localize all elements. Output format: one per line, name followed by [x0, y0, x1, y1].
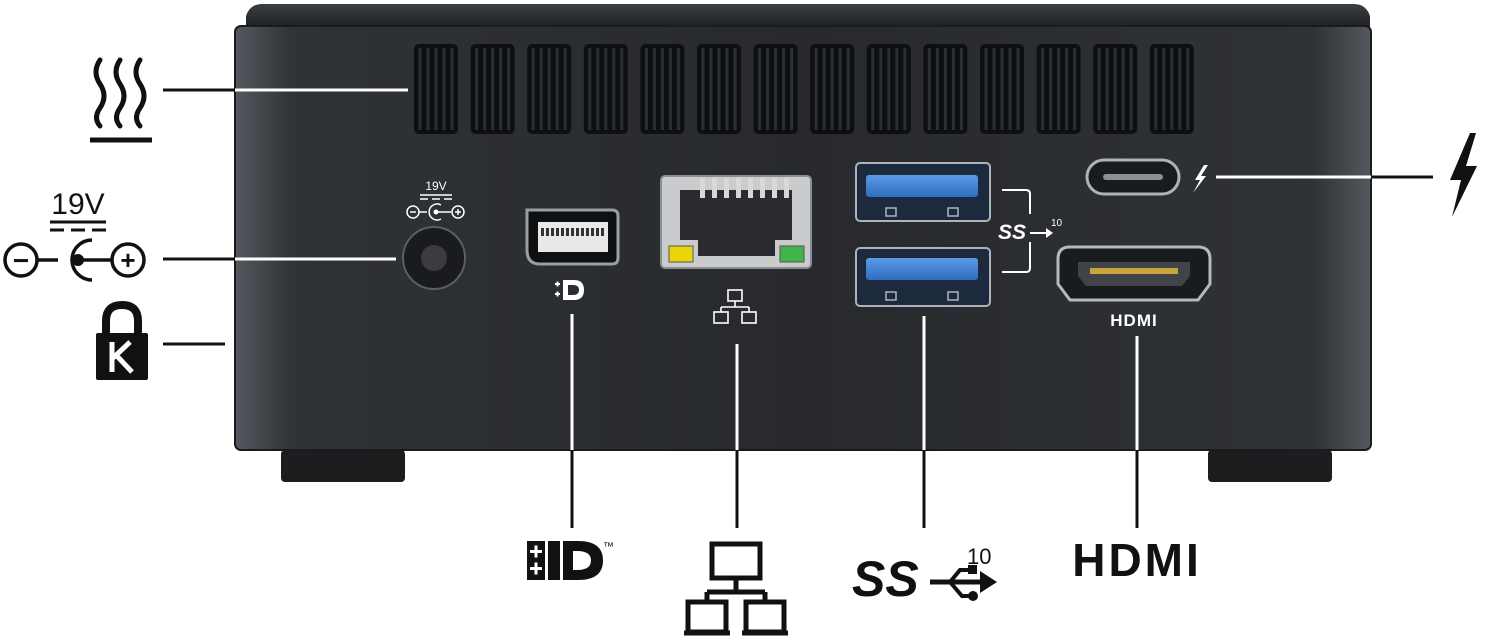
mini-displayport-port — [525, 208, 620, 266]
vent-slots — [414, 44, 1194, 134]
device-foot-left — [281, 450, 405, 482]
usb-superspeed-small-icon: SS 10 — [998, 218, 1063, 244]
usb-superspeed-icon: SS 10 — [852, 544, 997, 607]
ethernet-port — [660, 175, 812, 269]
usb-ss-text: SS — [852, 551, 919, 607]
ethernet-led-green — [779, 245, 805, 263]
callout-lines — [163, 88, 1433, 528]
usb-bracket — [1002, 189, 1031, 273]
hdmi-logo: HDMI — [1072, 534, 1202, 586]
power-plus-sign: + — [120, 245, 135, 275]
power-voltage-label: 19V — [51, 188, 104, 221]
thunderbolt-small-icon — [1193, 165, 1208, 193]
displayport-icon: ™ — [527, 541, 614, 580]
displayport-small-icon — [555, 280, 584, 300]
thunderbolt-icon — [1450, 133, 1477, 217]
hdmi-port — [1056, 245, 1212, 302]
hdmi-small-logo: HDMI — [1110, 311, 1157, 330]
device-foot-right — [1208, 450, 1332, 482]
device-lid — [246, 4, 1370, 28]
usb-c-thunderbolt-port — [1085, 158, 1181, 196]
power-voltage-small: 19V — [425, 179, 446, 193]
usb-speed-small-text: 10 — [1051, 218, 1063, 229]
displayport-trademark: ™ — [603, 541, 614, 553]
network-icon — [684, 541, 788, 636]
usb-ss-small-text: SS — [998, 221, 1026, 244]
power-minus-sign: − — [13, 245, 29, 276]
heat-vent-icon — [90, 57, 152, 143]
power-jack-small-icon: 19V — [406, 179, 465, 221]
network-small-icon — [713, 289, 757, 324]
ethernet-led-yellow — [668, 245, 694, 263]
dc-power-icon: 19V − + — [3, 188, 146, 282]
usb-speed-text: 10 — [967, 544, 991, 569]
usb-a-port-bottom — [855, 247, 991, 307]
power-jack-port — [402, 226, 466, 290]
kensington-lock-icon — [96, 300, 148, 380]
usb-a-port-top — [855, 162, 991, 222]
